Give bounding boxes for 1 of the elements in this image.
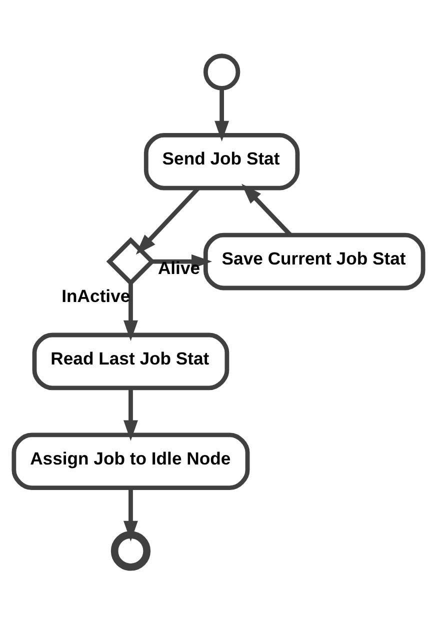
edge-label: Alive (158, 258, 200, 278)
